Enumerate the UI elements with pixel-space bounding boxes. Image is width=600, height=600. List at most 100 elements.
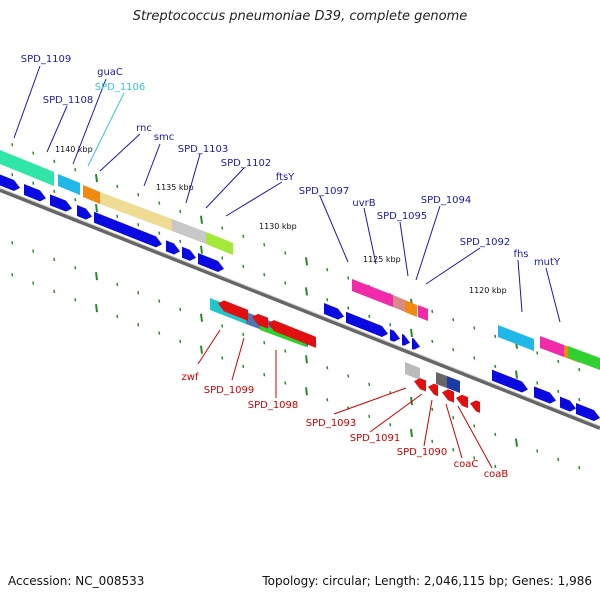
gene-arrow[interactable] bbox=[414, 378, 426, 392]
tick-mark bbox=[326, 366, 329, 370]
gene-label: fhs bbox=[513, 249, 528, 260]
gene-label: SPD_1098 bbox=[248, 400, 299, 411]
tick-mark bbox=[53, 189, 56, 194]
gene-label: SPD_1106 bbox=[95, 82, 146, 93]
scale-label: 1135 kbp bbox=[156, 183, 194, 192]
tick-mark bbox=[578, 368, 581, 372]
tick-mark bbox=[389, 323, 392, 327]
feature-bar[interactable] bbox=[172, 219, 206, 244]
gene-arrow[interactable] bbox=[252, 313, 268, 329]
feature-bar[interactable] bbox=[540, 336, 564, 357]
tick-mark bbox=[284, 349, 287, 353]
feature-bar[interactable] bbox=[260, 324, 306, 347]
gene-arrow[interactable] bbox=[560, 396, 576, 412]
gene-arrow[interactable] bbox=[456, 394, 468, 409]
gene-label: SPD_1092 bbox=[460, 237, 511, 248]
gene-arrow[interactable] bbox=[218, 300, 248, 321]
gene-arrow[interactable] bbox=[0, 174, 20, 192]
tick-mark bbox=[137, 291, 140, 295]
tick-mark bbox=[137, 323, 140, 327]
tick-mark bbox=[53, 289, 56, 294]
reverse-gene-labels: zwf SPD_1099 SPD_1098 SPD_1093 SPD_1091 … bbox=[182, 329, 508, 480]
scale-label: 1130 kbp bbox=[259, 222, 297, 231]
gene-arrow[interactable] bbox=[77, 205, 92, 220]
feature-bar[interactable] bbox=[405, 362, 420, 380]
feature-bar[interactable] bbox=[393, 295, 405, 312]
tick-mark bbox=[305, 387, 308, 396]
tick-mark bbox=[431, 339, 434, 343]
tick-mark bbox=[179, 239, 182, 244]
tick-mark bbox=[578, 466, 581, 470]
tick-mark bbox=[305, 287, 308, 296]
feature-bar[interactable] bbox=[83, 185, 100, 204]
tick-mark bbox=[179, 339, 182, 344]
gene-label: coaC bbox=[454, 459, 479, 470]
gene-arrow[interactable] bbox=[390, 329, 400, 342]
tick-mark bbox=[200, 215, 203, 224]
feature-bar[interactable] bbox=[206, 232, 233, 255]
tick-mark bbox=[347, 374, 350, 378]
gene-label: guaC bbox=[97, 67, 123, 78]
gene-arrow[interactable] bbox=[402, 333, 410, 346]
gene-arrow[interactable] bbox=[346, 311, 388, 338]
tick-mark bbox=[74, 198, 77, 202]
gene-label: uvrB bbox=[352, 198, 375, 209]
tick-mark bbox=[242, 264, 245, 269]
gene-arrow[interactable] bbox=[198, 253, 224, 272]
tick-mark bbox=[431, 439, 434, 443]
tick-mark bbox=[494, 364, 497, 368]
gene-arrow[interactable] bbox=[412, 337, 420, 350]
map-title: Streptococcus pneumoniae D39, complete g… bbox=[132, 9, 468, 24]
feature-bar[interactable] bbox=[436, 372, 447, 388]
tick-mark bbox=[452, 318, 455, 322]
position-ticks bbox=[11, 143, 581, 470]
feature-bar[interactable] bbox=[0, 150, 54, 186]
tick-mark bbox=[347, 306, 350, 310]
gene-arrow[interactable] bbox=[324, 303, 344, 320]
tick-mark bbox=[116, 214, 119, 219]
gene-arrow[interactable] bbox=[428, 383, 438, 397]
feature-bar[interactable] bbox=[568, 346, 600, 370]
genome-backbone bbox=[0, 188, 600, 430]
gene-label: SPD_1095 bbox=[377, 211, 428, 222]
gene-arrow[interactable] bbox=[50, 194, 72, 212]
gene-arrow[interactable] bbox=[534, 386, 556, 404]
tick-mark bbox=[95, 203, 98, 213]
gene-arrow[interactable] bbox=[442, 389, 454, 403]
gene-arrow[interactable] bbox=[182, 246, 196, 261]
tick-mark bbox=[536, 381, 539, 385]
gene-arrow[interactable] bbox=[166, 240, 180, 255]
tick-mark bbox=[494, 334, 497, 338]
gene-arrow[interactable] bbox=[94, 211, 162, 248]
feature-bars bbox=[0, 150, 600, 393]
accession-text: Accession: NC_008533 bbox=[8, 574, 145, 588]
tick-mark bbox=[116, 282, 119, 287]
tick-mark bbox=[200, 245, 203, 254]
tick-mark bbox=[326, 268, 329, 272]
tick-mark bbox=[158, 299, 161, 303]
feature-bar[interactable] bbox=[418, 305, 428, 321]
tick-mark bbox=[263, 243, 266, 247]
tick-mark bbox=[431, 407, 434, 411]
gene-arrow[interactable] bbox=[492, 369, 528, 393]
tick-mark bbox=[410, 396, 413, 406]
scale-label: 1140 kbp bbox=[55, 145, 93, 154]
tick-mark bbox=[263, 341, 266, 345]
gene-label: SPD_1093 bbox=[306, 418, 357, 429]
gene-arrow[interactable] bbox=[268, 320, 316, 348]
gene-arrow[interactable] bbox=[576, 402, 600, 422]
feature-bar[interactable] bbox=[58, 174, 80, 195]
feature-bar[interactable] bbox=[447, 376, 460, 393]
feature-bar[interactable] bbox=[498, 325, 534, 351]
feature-bar[interactable] bbox=[352, 279, 393, 307]
tick-mark bbox=[284, 281, 287, 285]
gene-label: SPD_1099 bbox=[204, 385, 255, 396]
tick-mark bbox=[242, 364, 245, 369]
gene-arrow[interactable] bbox=[470, 400, 480, 413]
tick-mark bbox=[221, 256, 224, 260]
feature-bar[interactable] bbox=[405, 300, 417, 317]
feature-bar[interactable] bbox=[100, 192, 172, 231]
tick-mark bbox=[95, 271, 98, 281]
gene-arrow[interactable] bbox=[24, 184, 46, 202]
